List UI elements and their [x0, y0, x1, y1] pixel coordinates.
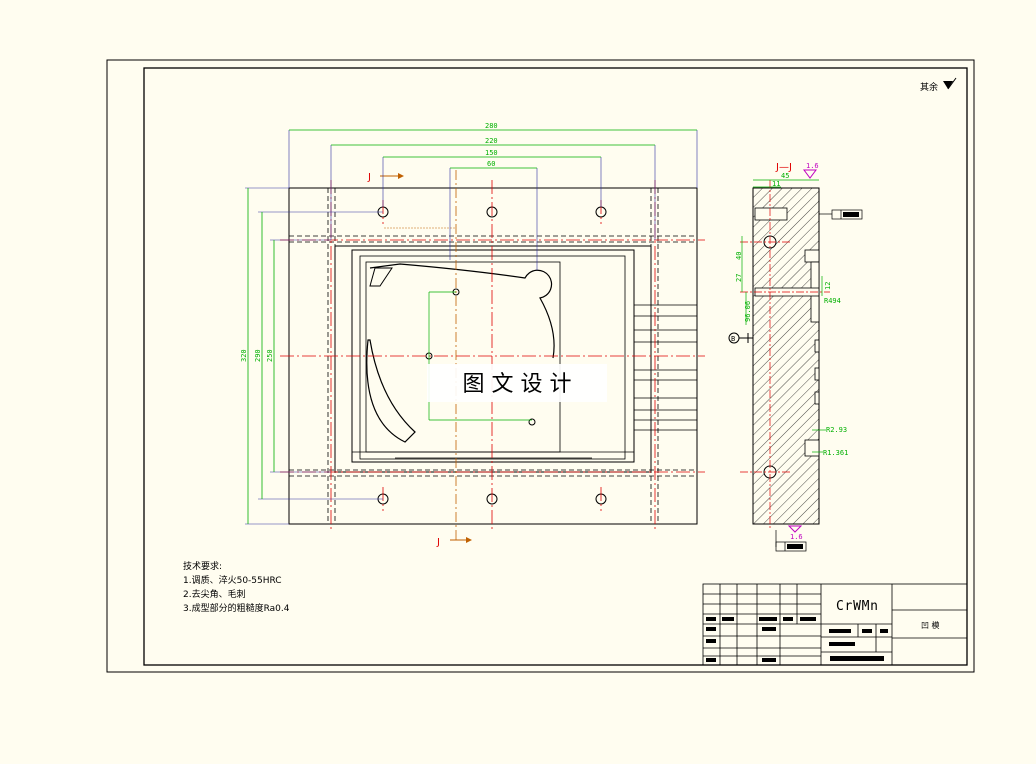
main-view: J J	[240, 122, 705, 548]
sheet-outer-border	[106, 59, 975, 673]
technical-requirements: 技术要求: 1.调质、淬火50-55HRC 2.去尖角、毛刺 3.成型部分的粗糙…	[183, 560, 290, 614]
datum-label: B	[731, 335, 735, 343]
dim-width-220: 220	[485, 137, 498, 145]
tech-req-item-2: 2.去尖角、毛刺	[183, 588, 246, 600]
tolerance-frame-top	[831, 209, 863, 220]
side-dim-d4: 12	[824, 282, 832, 290]
side-section-view: J—J 1.6 45 11 40 27 96.06 12 R494 R2.93 …	[728, 162, 863, 552]
side-dim-d5: R494	[824, 297, 841, 305]
roughness-bottom-value: 1.6	[790, 533, 803, 541]
side-dim-d6: 96.06	[744, 301, 752, 322]
part-name: 凹 模	[921, 620, 940, 630]
dim-height-320: 320	[240, 349, 248, 362]
watermark-text: 图 文 设 计	[463, 372, 572, 397]
title-block	[702, 583, 968, 666]
section-hatch	[752, 187, 820, 525]
roughness-top-value: 1.6	[806, 162, 819, 170]
tech-req-title: 技术要求:	[183, 560, 222, 572]
pocket-outline	[334, 245, 652, 473]
section-mark-bottom: J	[436, 537, 440, 548]
dim-width-60: 60	[487, 160, 495, 168]
side-dim-d1: 11	[772, 180, 780, 188]
side-dim-d7: R2.93	[826, 426, 847, 434]
sheet-inner-border	[143, 67, 968, 666]
dim-width-280: 280	[485, 122, 498, 130]
side-dim-width: 45	[781, 172, 789, 180]
dim-height-250: 250	[266, 349, 274, 362]
section-mark-top: J	[367, 172, 371, 183]
side-dim-d2: 40	[735, 252, 743, 260]
corner-note: 其余	[920, 81, 938, 93]
roughness-symbol-icon	[943, 81, 953, 89]
side-dim-d3: 27	[735, 274, 743, 282]
tech-req-item-1: 1.调质、淬火50-55HRC	[183, 574, 282, 586]
cavity-shape	[369, 263, 555, 359]
dim-width-150: 150	[485, 149, 498, 157]
title-block-fills	[706, 617, 888, 662]
material-label: CrWMn	[836, 599, 878, 614]
watermark-box	[427, 364, 607, 402]
tech-req-item-3: 3.成型部分的粗糙度Ra0.4	[183, 602, 290, 614]
dim-height-290: 290	[254, 349, 262, 362]
side-dim-d8: R1.361	[823, 449, 848, 457]
section-title: J—J	[775, 162, 792, 173]
